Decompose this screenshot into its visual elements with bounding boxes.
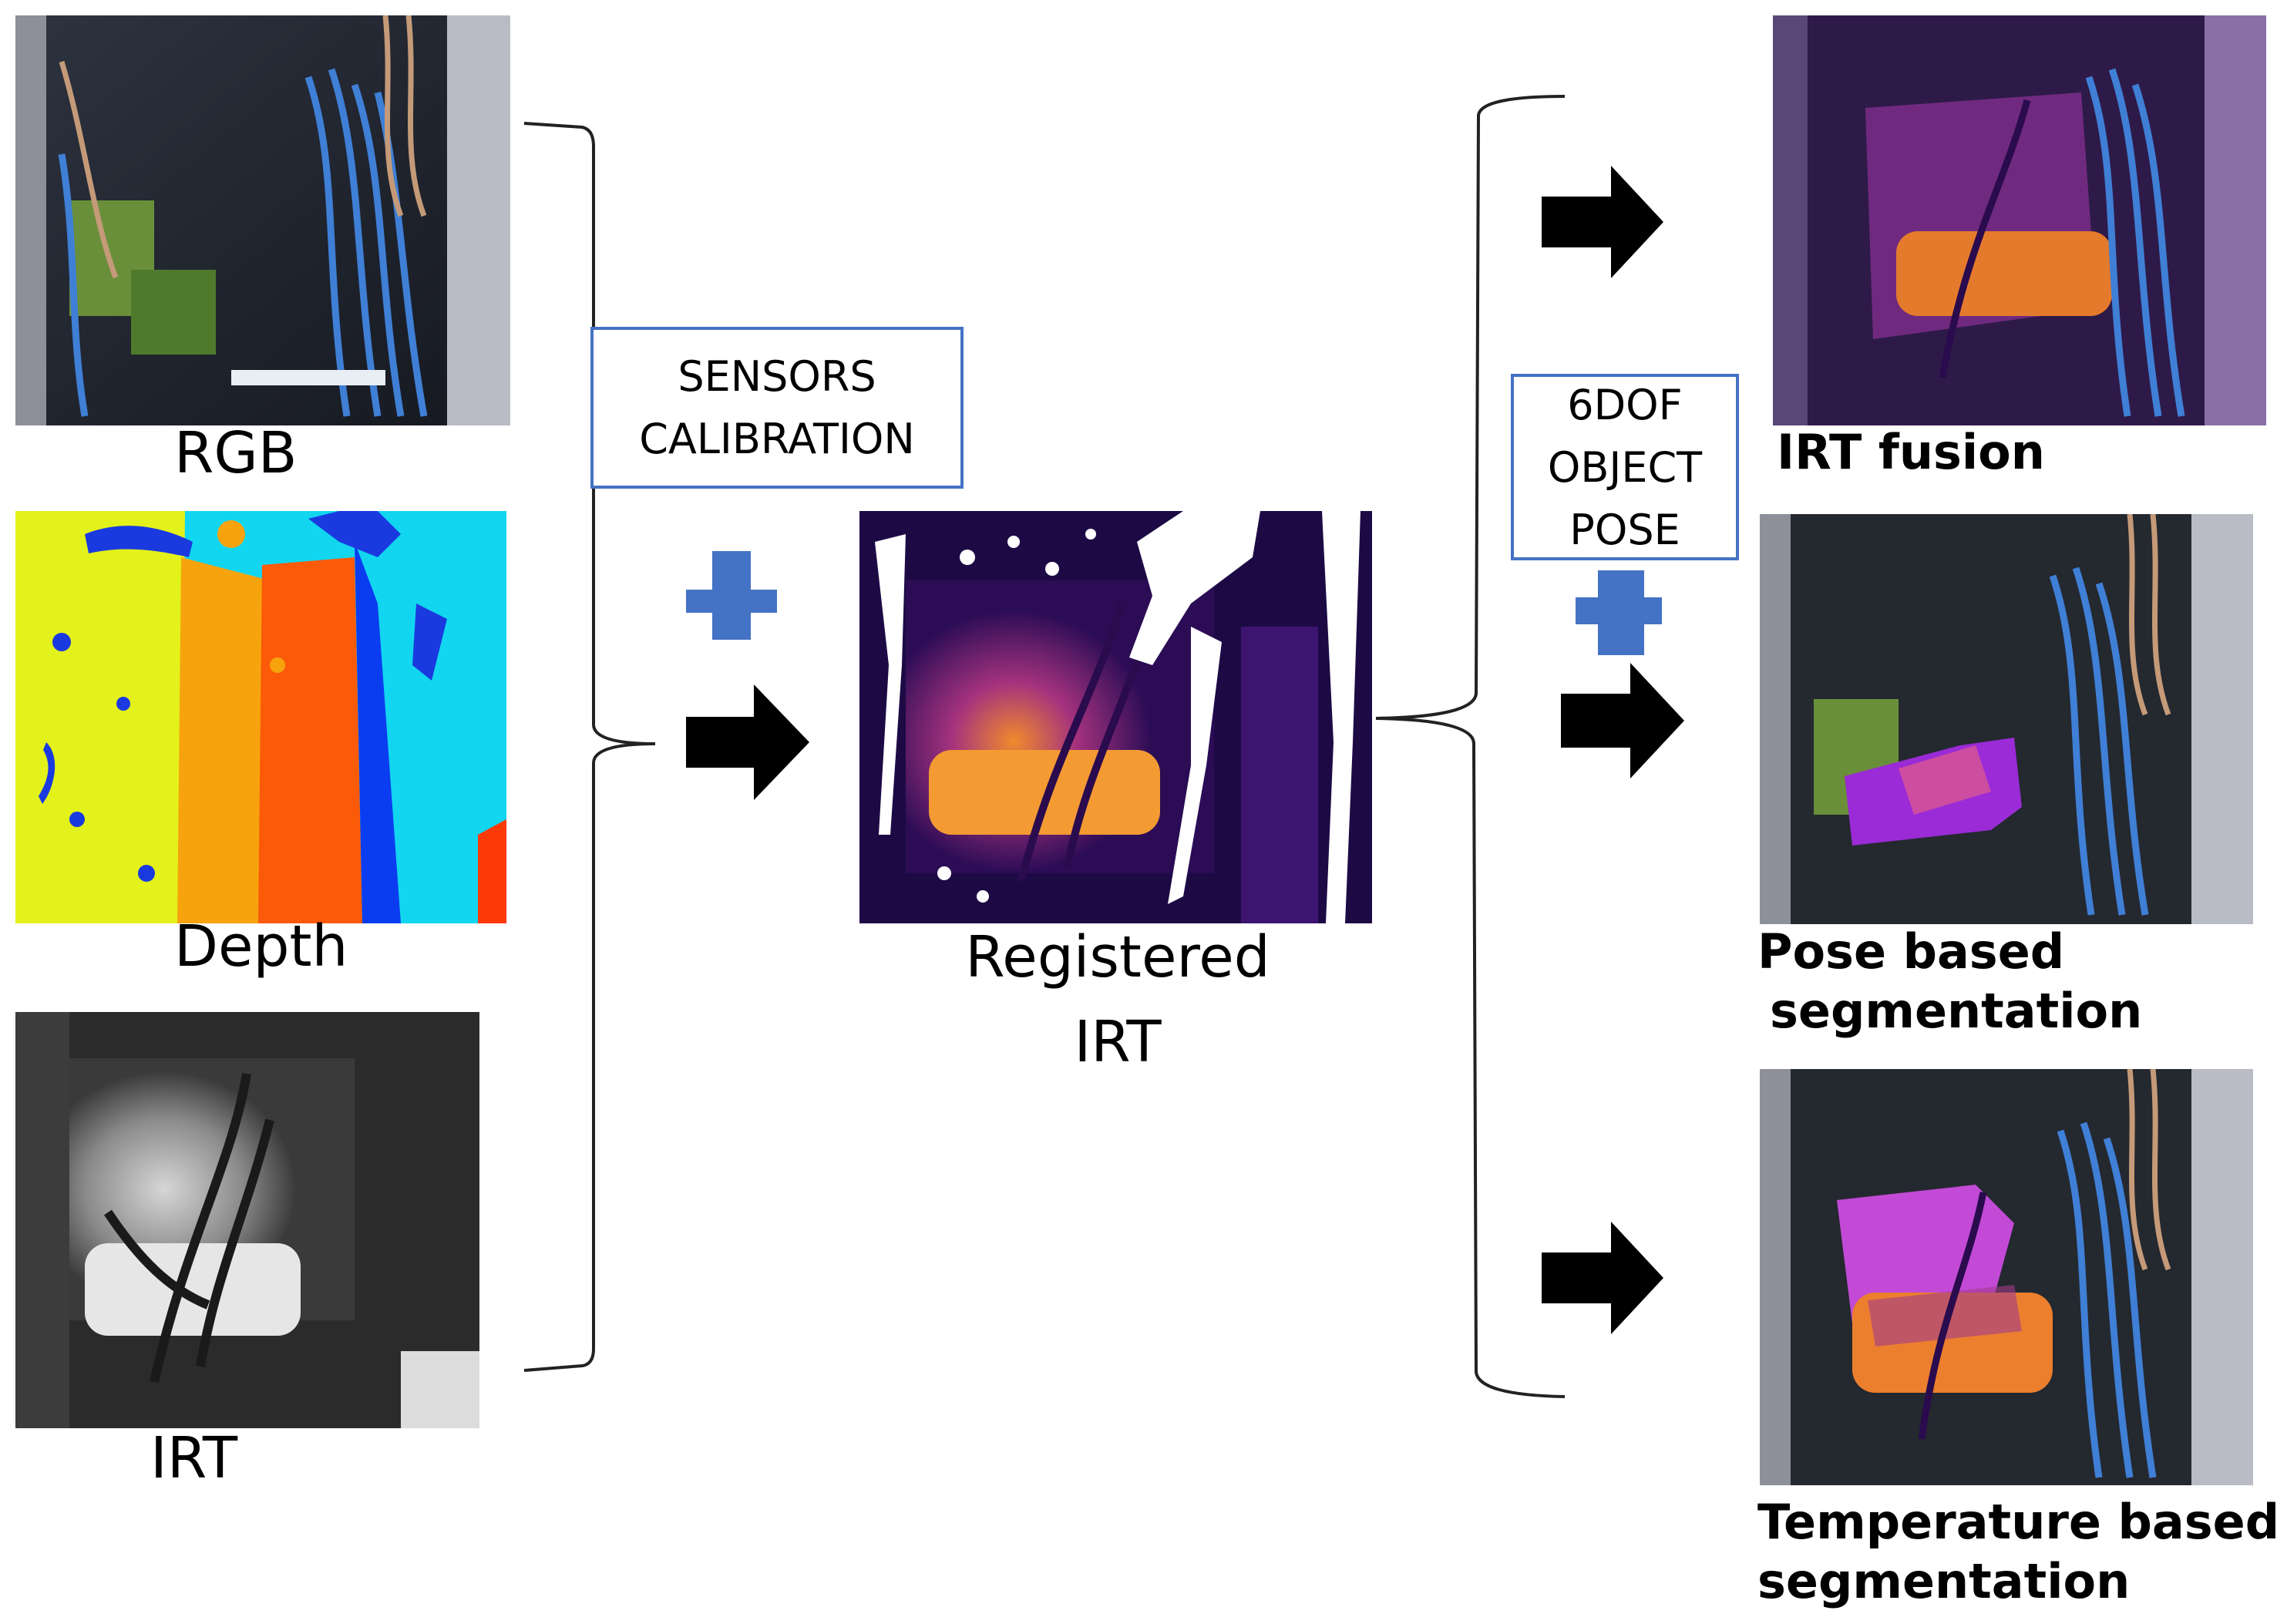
temp-seg-label-line2: segmentation: [1757, 1553, 2131, 1609]
calibration-line1: SENSORS: [678, 352, 876, 401]
depth-image: [15, 511, 506, 923]
arrow-to-temp-seg: [1542, 1222, 1663, 1334]
plus-icon-pose: [1576, 570, 1662, 655]
arrow-to-pose-seg: [1561, 663, 1684, 778]
pose-seg-label-line1: Pose based: [1757, 923, 2065, 980]
plus-icon-calibration: [686, 551, 777, 640]
irt-raw-image: [15, 1012, 479, 1428]
irt-fusion-label: IRT fusion: [1777, 424, 2045, 480]
temp-seg-label-line1: Temperature based: [1757, 1494, 2277, 1550]
calibration-line2: CALIBRATION: [639, 415, 915, 463]
registered-label-line2: IRT: [1074, 1009, 1162, 1075]
irt-fusion-image: [1773, 15, 2266, 425]
registered-label-line1: Registered: [965, 924, 1270, 990]
rgb-image: [15, 15, 510, 425]
registered-irt-image: [859, 511, 1372, 923]
object-pose-box: 6DOF OBJECT POSE: [1511, 374, 1739, 560]
pose-line1: 6DOF: [1567, 380, 1683, 429]
pose-segmentation-image: [1760, 514, 2253, 924]
rgb-label: RGB: [174, 420, 298, 486]
pose-line3: POSE: [1569, 505, 1680, 554]
input-brace: [523, 122, 656, 1372]
sensors-calibration-box: SENSORS CALIBRATION: [590, 327, 964, 489]
temperature-segmentation-image: [1760, 1069, 2253, 1485]
pose-line2: OBJECT: [1547, 442, 1703, 492]
arrow-to-fusion: [1542, 166, 1663, 278]
irt-label: IRT: [150, 1425, 238, 1491]
depth-label: Depth: [174, 913, 348, 980]
pose-seg-label-line2: segmentation: [1770, 983, 2143, 1039]
arrow-to-registered: [686, 684, 809, 800]
output-brace: [1375, 95, 1566, 1398]
